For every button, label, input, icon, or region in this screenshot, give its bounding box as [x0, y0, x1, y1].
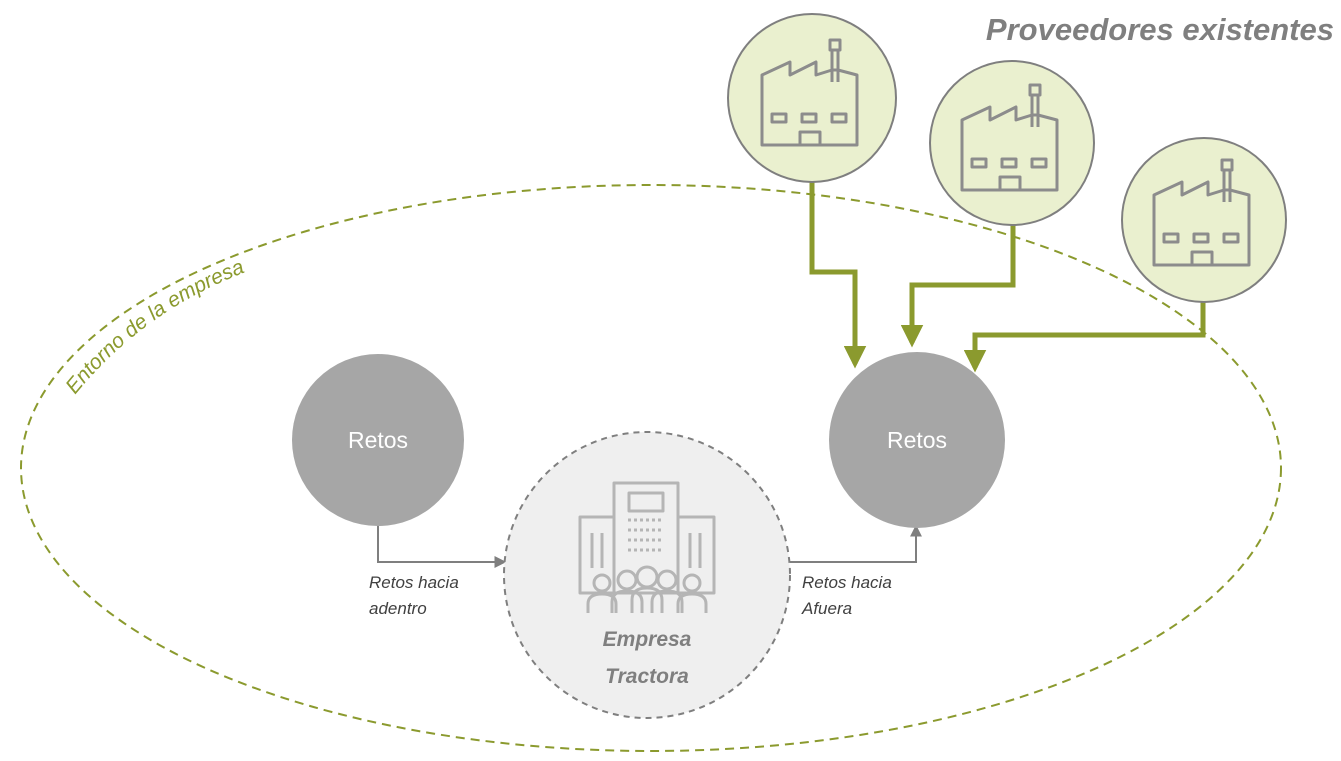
supplier-connector-2: [900, 218, 1016, 348]
tractor-label-line1: Empresa: [603, 628, 692, 651]
challenges-inside-label: Retos: [348, 427, 408, 453]
challenges-outside-label: Retos: [887, 427, 947, 453]
supplier-connector-1: [809, 170, 867, 369]
challenges-inside-node: Retos: [292, 354, 464, 526]
tractor-company-node: Empresa Tractora: [503, 431, 791, 719]
inward-connector: [377, 515, 507, 568]
challenges-outside-node: Retos: [829, 352, 1005, 528]
outward-flow-label-line1: Retos hacia: [802, 573, 892, 592]
factory-icon: [1152, 158, 1251, 267]
factory-icon: [760, 38, 859, 147]
environment-label: Entorno de la empresa: [61, 255, 247, 398]
office-building-people-icon: [578, 481, 716, 613]
factory-icon: [960, 83, 1059, 192]
supplier-node-3: [1121, 137, 1287, 303]
outward-connector: [790, 524, 922, 563]
suppliers-title: Proveedores existentes: [986, 12, 1334, 47]
tractor-label-line2: Tractora: [605, 665, 689, 688]
inward-flow-label-line1: Retos hacia: [369, 573, 459, 592]
inward-flow-label-line2: adentro: [369, 599, 427, 618]
outward-flow-label-line2: Afuera: [801, 599, 852, 618]
environment-boundary: [20, 184, 1282, 752]
supplier-node-2: [929, 60, 1095, 226]
supplier-node-1: [727, 13, 897, 183]
supplier-connector-3: [963, 290, 1206, 373]
